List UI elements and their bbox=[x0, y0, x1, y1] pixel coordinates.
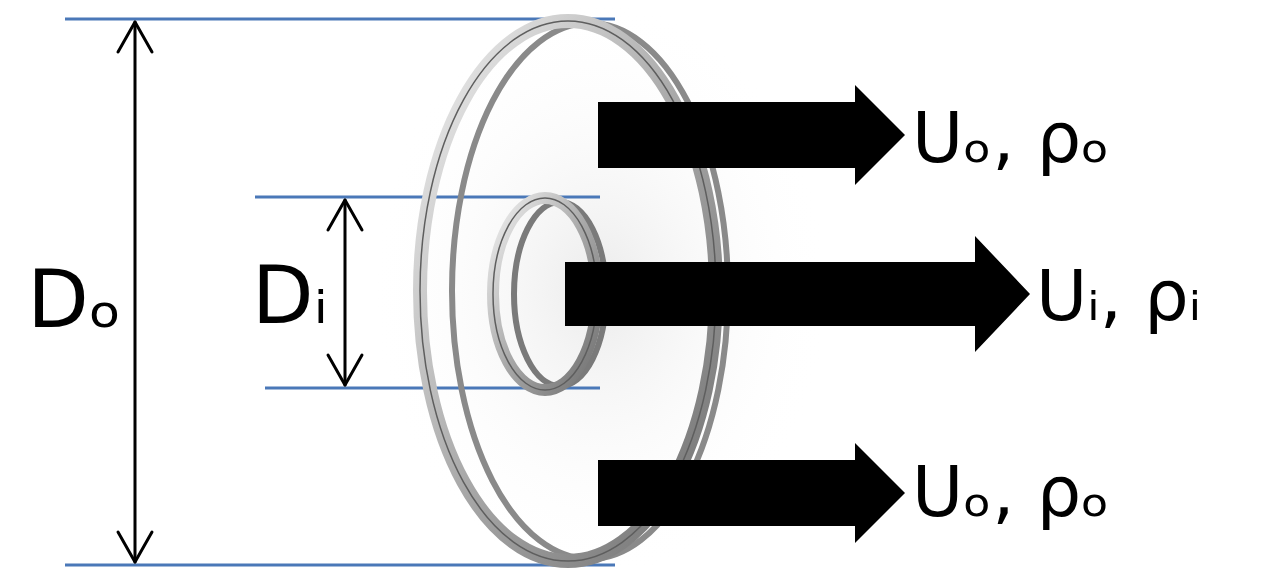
flow-arrow bbox=[565, 236, 1030, 352]
flow-label: Uₒ, ρₒ bbox=[912, 103, 1110, 173]
dimension-line bbox=[344, 200, 347, 385]
arrowhead bbox=[118, 532, 152, 562]
flow-arrow bbox=[598, 85, 905, 185]
extension-line bbox=[65, 18, 615, 21]
arrowhead bbox=[118, 22, 152, 52]
dimension-line bbox=[134, 22, 137, 562]
extension-line bbox=[65, 564, 615, 567]
dimension-label: Dₒ bbox=[27, 260, 122, 340]
arrowhead bbox=[328, 355, 362, 385]
dimension-arrows bbox=[118, 22, 362, 562]
flow-label: Uᵢ, ρᵢ bbox=[1036, 261, 1201, 331]
arrowhead bbox=[328, 200, 362, 230]
flow-arrow bbox=[598, 443, 905, 543]
flow-label: Uₒ, ρₒ bbox=[912, 457, 1110, 527]
extension-lines bbox=[65, 19, 615, 565]
dimension-label: Dᵢ bbox=[252, 256, 328, 336]
